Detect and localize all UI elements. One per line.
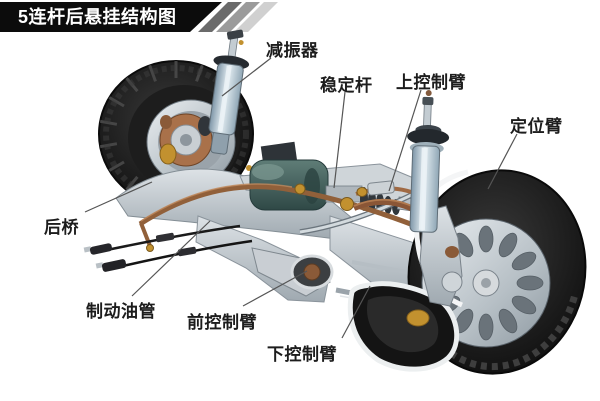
label-rear-axle: 后桥 [44, 218, 79, 237]
leader-lines [84, 57, 518, 339]
leader-shock-absorber [221, 57, 272, 97]
brake-cables [83, 224, 253, 272]
brake-caliper [159, 143, 177, 165]
leader-brake-oil-pipe [131, 220, 211, 297]
leader-front-control-arm [242, 270, 308, 307]
label-upper-control-arm: 上控制臂 [396, 73, 466, 92]
stabilizer-bar-copper [138, 183, 427, 252]
left-strut [208, 29, 250, 155]
label-front-control-arm: 前控制臂 [187, 313, 257, 332]
banner-stripes [198, 2, 278, 32]
left-wheel [98, 60, 254, 208]
page-title: 5连杆后悬挂结构图 [18, 7, 177, 27]
leader-upper-control-arm [388, 89, 422, 192]
leader-positioning-arm [487, 133, 518, 190]
leader-stabilizer-bar [333, 91, 346, 189]
leader-lower-control-arm [341, 285, 371, 339]
label-stabilizer-bar: 稳定杆 [320, 76, 373, 95]
label-shock-absorber: 减振器 [266, 41, 319, 60]
leader-rear-axle [84, 181, 153, 213]
rear-caliper [406, 309, 430, 327]
label-brake-oil-pipe: 制动油管 [86, 302, 156, 321]
title-banner: 5连杆后悬挂结构图 [0, 2, 222, 32]
label-lower-control-arm: 下控制臂 [267, 345, 337, 364]
label-positioning-arm: 定位臂 [510, 117, 563, 136]
right-strut [407, 90, 450, 233]
